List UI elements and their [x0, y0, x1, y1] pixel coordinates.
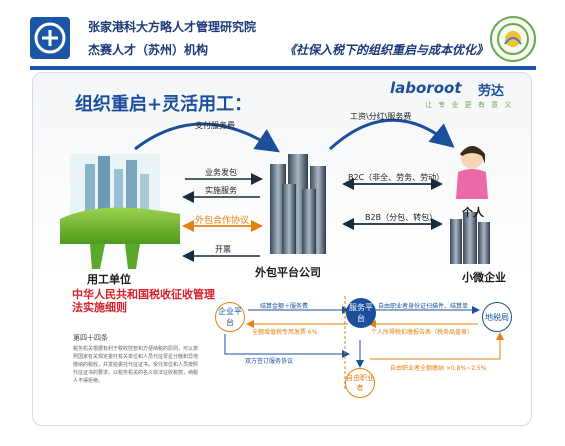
- enterprise-platform-node: 企业平台: [215, 302, 245, 332]
- label-b2c: B2C（非全、劳务、劳动）: [348, 173, 445, 182]
- flow-graphic: [60, 118, 504, 389]
- employer-title: 用工单位: [87, 273, 131, 286]
- individual-title: 个人: [462, 206, 484, 219]
- emblem-logo: [490, 16, 536, 62]
- institute-logo: [30, 17, 70, 59]
- header-rule: [30, 66, 536, 70]
- org-name-line2: 杰赛人才（苏州）机构: [88, 43, 209, 57]
- law-title: 中华人民共和国税收征收管理法实施细则: [72, 288, 215, 314]
- employer-illustration: [60, 154, 180, 269]
- label-outsourcing-agreement: 外包合作协议: [195, 216, 250, 226]
- brand-slogan: 让 专 业 更 有 意 义: [425, 101, 514, 109]
- label-b2b: B2B（分包、转包）: [365, 213, 438, 222]
- slide: 张家港科大方略人才管理研究院 杰赛人才（苏州）机构 《社保入税下的组织重启与成本…: [30, 14, 536, 430]
- org-name-line1: 张家港科大方略人才管理研究院: [88, 20, 257, 34]
- freelancer-node: 自由职业者: [345, 368, 375, 398]
- id-scan-label: 自由职业者身份证扫描件、结算单: [378, 303, 469, 310]
- settlement-fee-label: 结算金额＋服务费: [260, 303, 309, 310]
- tax-rate-label: 自由职业者全额缴纳 ×0.8%~2.5%: [390, 365, 487, 372]
- tax-flow-diagram: [224, 296, 504, 389]
- law-article-heading: 第四十四条: [73, 334, 108, 342]
- vat-invoice-label: 全额增值税专用发票 6%: [252, 329, 318, 336]
- service-agreement-label: 双方签订服务协议: [245, 358, 294, 365]
- service-platform-node: 服务平台: [346, 298, 376, 328]
- label-pay-service-fee: 支付服务费: [195, 121, 235, 130]
- brand-logo-text: laboroot: [390, 79, 462, 97]
- micro-enterprise-title: 小微企业: [462, 271, 506, 284]
- tax-bureau-node: 地税局: [482, 302, 512, 332]
- label-wages-dividends: 工资\分红\服务费: [350, 112, 412, 121]
- platform-title: 外包平台公司: [255, 266, 321, 279]
- lecture-topic: 《社保入税下的组织重启与成本优化》: [284, 43, 489, 57]
- label-business-outsource: 业务发包: [205, 168, 237, 177]
- platform-illustration: [270, 154, 326, 254]
- iit-report-label: 个人所得税扣缴报告表（税务局盖章）: [371, 329, 474, 336]
- individual-illustration: [456, 146, 488, 199]
- micro-enterprise-illustration: [450, 212, 490, 264]
- label-invoice: 开票: [215, 245, 231, 254]
- label-implementation: 实施服务: [205, 186, 237, 195]
- slide-title: 组织重启+灵活用工：: [75, 94, 253, 115]
- law-article-text: 税务机关根据有利于税收控管和方便纳税的原则，可以按照国家有关规定委托有关单位和人…: [73, 346, 199, 384]
- brand-logo-cn: 劳达: [478, 84, 505, 99]
